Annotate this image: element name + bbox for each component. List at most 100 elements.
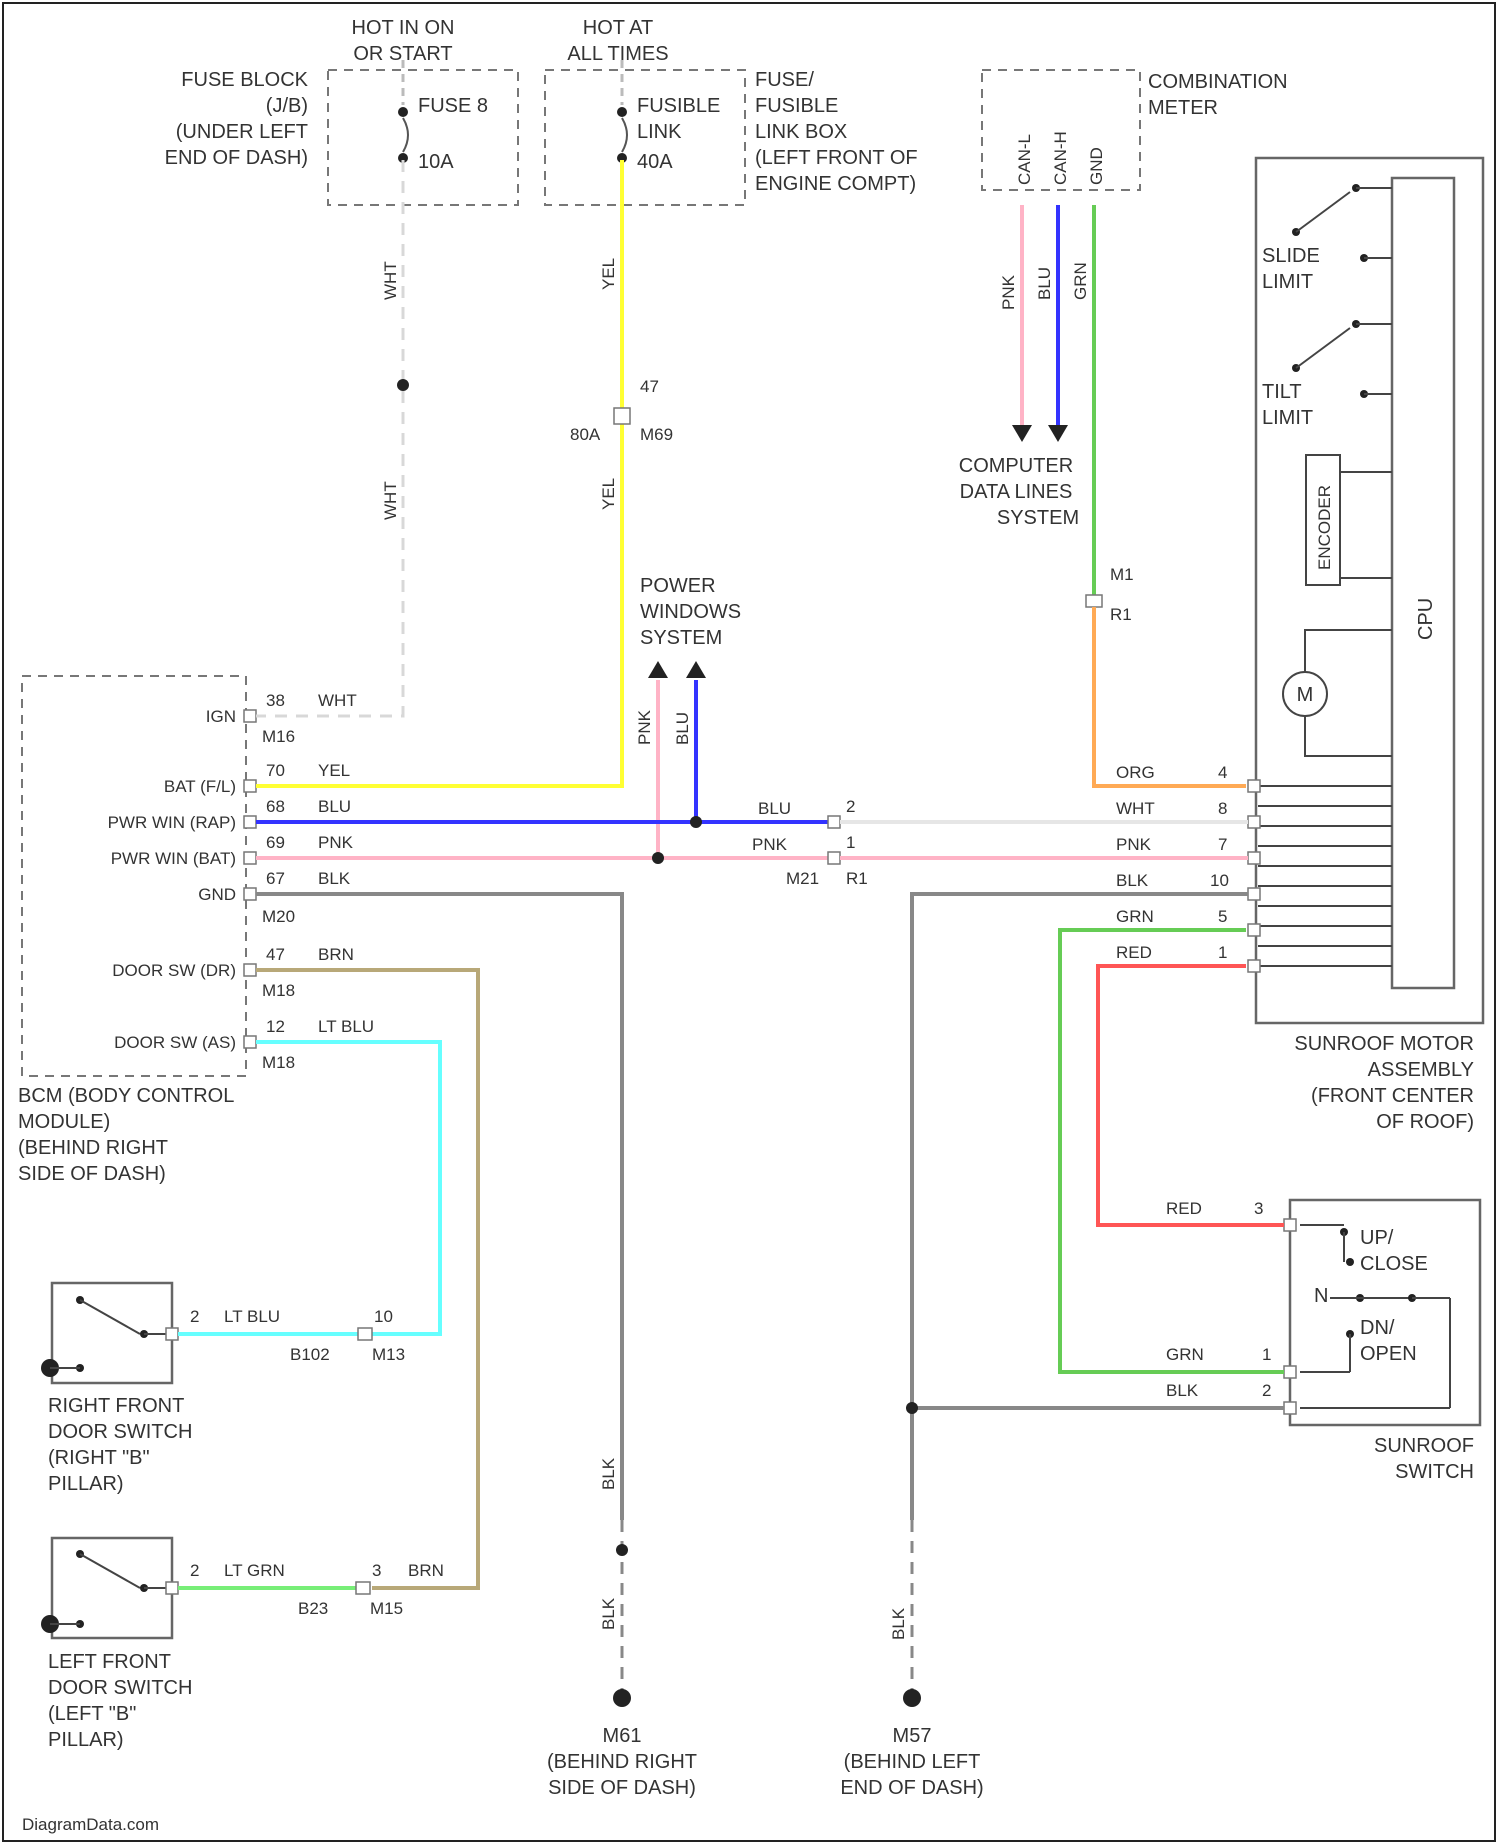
svg-text:PNK: PNK — [318, 833, 354, 852]
sunroof-switch-label-2: SWITCH — [1395, 1461, 1474, 1483]
svg-text:70: 70 — [266, 761, 285, 780]
grn-meter-label: GRN — [1071, 262, 1090, 300]
left-door-label-3: (LEFT "B" — [48, 1703, 136, 1725]
fusible-box-label-4: (LEFT FRONT OF — [755, 147, 918, 169]
fuse-8-top-node — [398, 107, 408, 117]
svg-text:M20: M20 — [262, 907, 295, 926]
org-motor-wire — [1094, 607, 1246, 786]
connector-pin10-label: 10 — [374, 1307, 393, 1326]
ground-m61-label-3: SIDE OF DASH) — [548, 1777, 696, 1799]
slide-limit-label-2: LIMIT — [1262, 271, 1313, 293]
ground-m57-label-2: (BEHIND LEFT — [844, 1751, 981, 1773]
connector-r1c-label: R1 — [846, 869, 868, 888]
bcm-pin-pwr-bat: PWR WIN (BAT) 69 PNK — [111, 833, 354, 868]
switch-up-label-1: UP/ — [1360, 1227, 1394, 1249]
right-door-label-3: (RIGHT "B" — [48, 1447, 150, 1469]
wht-splice-node — [397, 379, 409, 391]
svg-text:BRN: BRN — [318, 945, 354, 964]
blu-data-label: BLU — [1035, 267, 1054, 300]
motor-pin8-color: WHT — [1116, 799, 1155, 818]
motor-label: M — [1297, 684, 1314, 706]
left-door-label-4: PILLAR) — [48, 1729, 124, 1751]
connector-m15-label: M15 — [370, 1599, 403, 1618]
blk-label-3: BLK — [889, 1607, 908, 1640]
right-door-label-1: RIGHT FRONT — [48, 1395, 184, 1417]
connector-m1-label: M1 — [1110, 565, 1134, 584]
motor-pin4-color: ORG — [1116, 763, 1155, 782]
arrow-down-icon-blu — [1048, 425, 1068, 442]
connector-b102-m13 — [358, 1328, 372, 1340]
computer-data-label-3: SYSTEM — [997, 507, 1079, 529]
svg-text:M16: M16 — [262, 727, 295, 746]
pnk-pw-label: PNK — [635, 709, 654, 745]
motor-pin10-num: 10 — [1210, 871, 1229, 890]
motor-pin1-color: RED — [1116, 943, 1152, 962]
svg-text:LT BLU: LT BLU — [318, 1017, 374, 1036]
svg-text:PWR WIN (BAT): PWR WIN (BAT) — [111, 849, 236, 868]
footer-watermark: DiagramData.com — [22, 1815, 159, 1834]
power-windows-label-2: WINDOWS — [640, 601, 741, 623]
slide-limit-switch-icon — [1296, 192, 1350, 232]
switch-up-label-2: CLOSE — [1360, 1253, 1428, 1275]
sunroof-motor-label-3: (FRONT CENTER — [1311, 1085, 1474, 1107]
bcm-pin-gnd: GND 67 BLK M20 — [198, 869, 351, 926]
right-door-label-2: DOOR SWITCH — [48, 1421, 192, 1443]
bcm-pin-door-dr: DOOR SW (DR) 47 BRN M18 — [112, 945, 354, 1000]
tilt-limit-label-2: LIMIT — [1262, 407, 1313, 429]
connector-80a-label: 80A — [570, 425, 601, 444]
bcm-pin-door-as: DOOR SW (AS) 12 LT BLU M18 — [114, 1017, 374, 1072]
bcm-box — [22, 676, 246, 1076]
blu-pw-label: BLU — [673, 712, 692, 745]
yel-label-2: YEL — [599, 478, 618, 510]
meter-pin-can-h: CAN-H — [1051, 131, 1070, 185]
svg-text:DOOR SW (DR): DOOR SW (DR) — [112, 961, 236, 980]
wht-label-1: WHT — [381, 261, 400, 300]
left-door-label-2: DOOR SWITCH — [48, 1677, 192, 1699]
bcm-label-4: SIDE OF DASH) — [18, 1163, 166, 1185]
fuse-8-label: FUSE 8 — [418, 95, 488, 117]
switch-pin3-num: 3 — [1254, 1199, 1263, 1218]
tilt-limit-switch-icon — [1296, 328, 1350, 368]
blk-splice-node-m61 — [616, 1544, 628, 1556]
switch-pin2-color: BLK — [1166, 1381, 1199, 1400]
hot-all-label-2: ALL TIMES — [567, 43, 668, 65]
ground-m61-label-2: (BEHIND RIGHT — [547, 1751, 697, 1773]
meter-pin-can-l: CAN-L — [1015, 134, 1034, 185]
computer-data-label-2: DATA LINES — [960, 481, 1073, 503]
fuse-amp-label: 10A — [418, 151, 454, 173]
fusible-link-top-node — [617, 107, 627, 117]
right-door-label-4: PILLAR) — [48, 1473, 124, 1495]
svg-text:M18: M18 — [262, 1053, 295, 1072]
sunroof-switch-label-1: SUNROOF — [1374, 1435, 1474, 1457]
arrow-down-icon-pnk — [1012, 425, 1032, 442]
brn-left-door-label: BRN — [408, 1561, 444, 1580]
sunroof-motor-label-2: ASSEMBLY — [1368, 1059, 1474, 1081]
combination-meter-label-1: COMBINATION — [1148, 71, 1288, 93]
lt-blu-door-wire — [256, 1042, 440, 1334]
blu-rap-label: BLU — [758, 799, 791, 818]
bcm-pin-bat: BAT (F/L) 70 YEL — [164, 761, 350, 796]
arrow-up-icon-pnk — [648, 661, 668, 678]
ground-symbol-icon-m61 — [613, 1689, 631, 1707]
svg-text:68: 68 — [266, 797, 285, 816]
bcm-label-3: (BEHIND RIGHT — [18, 1137, 168, 1159]
svg-text:GND: GND — [198, 885, 236, 904]
ground-m57-label-1: M57 — [893, 1725, 932, 1747]
hot-run-label-1: HOT IN ON — [352, 17, 455, 39]
left-door-label-1: LEFT FRONT — [48, 1651, 171, 1673]
switch-pin2-num: 2 — [1262, 1381, 1271, 1400]
svg-text:WHT: WHT — [318, 691, 357, 710]
switch-n-label: N — [1314, 1285, 1328, 1307]
motor-cpu-box — [1392, 178, 1454, 988]
bcm-pin-ign: IGN 38 WHT M16 — [206, 691, 357, 746]
motor-pin1-num: 1 — [1218, 943, 1227, 962]
connector-b102-label: B102 — [290, 1345, 330, 1364]
connector-e47-label: 47 — [640, 377, 659, 396]
svg-text:69: 69 — [266, 833, 285, 852]
pnk-data-label: PNK — [999, 274, 1018, 310]
connector-pin3b-label: 3 — [372, 1561, 381, 1580]
switch-up-contact — [1346, 1258, 1354, 1266]
power-windows-label-1: POWER — [640, 575, 716, 597]
ground-m61-label-1: M61 — [603, 1725, 642, 1747]
